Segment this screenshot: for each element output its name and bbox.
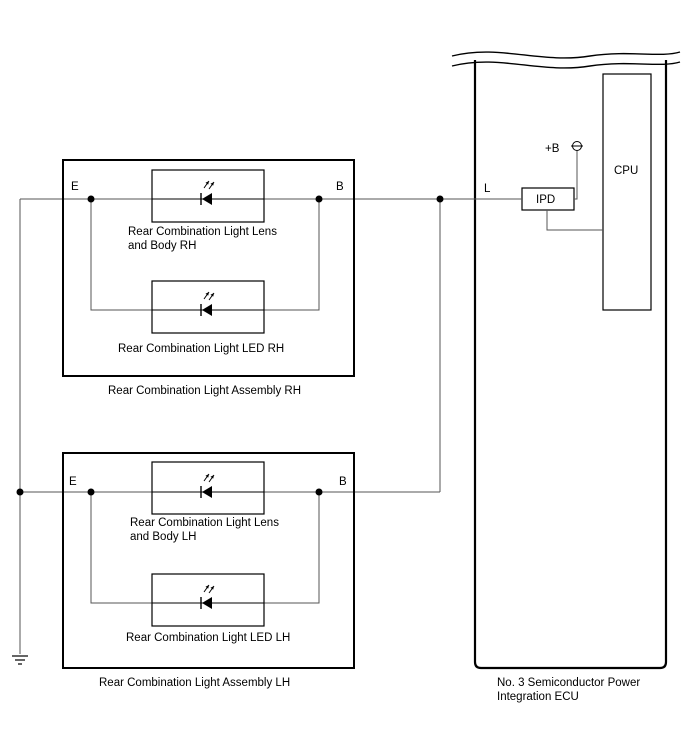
- assembly-rh-frame: [62, 159, 355, 377]
- ecu-outline: [473, 60, 668, 670]
- lh-lens-component: [151, 461, 265, 515]
- lh-lens-label-line2: and Body LH: [130, 531, 197, 543]
- wire-power-to-ipd: [574, 151, 578, 200]
- assembly-rh: E B Rear Combination Light Lens and Body…: [62, 159, 355, 397]
- rh-led-label: Rear Combination Light LED RH: [118, 343, 284, 355]
- power-label: +B: [545, 143, 560, 155]
- rh-led-component: [151, 280, 265, 334]
- wire-lh-led-right: [264, 492, 320, 604]
- wire-rh-led-right: [264, 199, 320, 311]
- ipd-label: IPD: [536, 194, 555, 206]
- junction-rh-b: [315, 195, 323, 203]
- ecu-label-line1: No. 3 Semiconductor Power: [497, 677, 640, 689]
- lh-led-label: Rear Combination Light LED LH: [126, 632, 290, 644]
- ecu-block: No. 3 Semiconductor Power Integration EC…: [451, 51, 681, 703]
- lh-lens-led-icon: [152, 473, 264, 498]
- cpu-block: [602, 73, 652, 311]
- assembly-lh-terminal-e: E: [69, 476, 77, 488]
- rh-led-icon: [152, 291, 264, 316]
- assembly-lh-terminal-b: B: [339, 476, 347, 488]
- junction-rh-e: [87, 195, 95, 203]
- assembly-lh-frame: [62, 452, 355, 669]
- lh-lens-label-line1: Rear Combination Light Lens: [130, 517, 279, 529]
- assembly-lh-label: Rear Combination Light Assembly LH: [99, 677, 290, 689]
- lh-led-icon: [152, 584, 264, 609]
- terminal-l-label: L: [484, 183, 491, 195]
- ecu-label-line2: Integration ECU: [497, 691, 579, 703]
- assembly-rh-label: Rear Combination Light Assembly RH: [108, 385, 301, 397]
- rh-lens-label-line2: and Body RH: [128, 240, 196, 252]
- junction-b: [436, 195, 444, 203]
- junction-ground: [16, 488, 24, 496]
- junction-lh-e: [87, 488, 95, 496]
- ecu-break-line-bottom: [451, 61, 681, 69]
- rh-lens-led-icon: [152, 180, 264, 205]
- wire-lh-led-left: [90, 492, 152, 604]
- assembly-rh-terminal-e: E: [71, 181, 79, 193]
- cpu-label: CPU: [614, 165, 638, 177]
- rh-lens-label-line1: Rear Combination Light Lens: [128, 226, 277, 238]
- ground-icon: [12, 655, 28, 665]
- assembly-rh-terminal-b: B: [336, 181, 344, 193]
- wire-ipd-to-cpu: [546, 210, 603, 231]
- wire-rh-led-left: [90, 199, 152, 311]
- ecu-break-line-top: [451, 51, 681, 59]
- junction-lh-b: [315, 488, 323, 496]
- assembly-lh: E B Rear Combination Light Lens and Body…: [62, 452, 355, 689]
- wiring: [12, 195, 522, 665]
